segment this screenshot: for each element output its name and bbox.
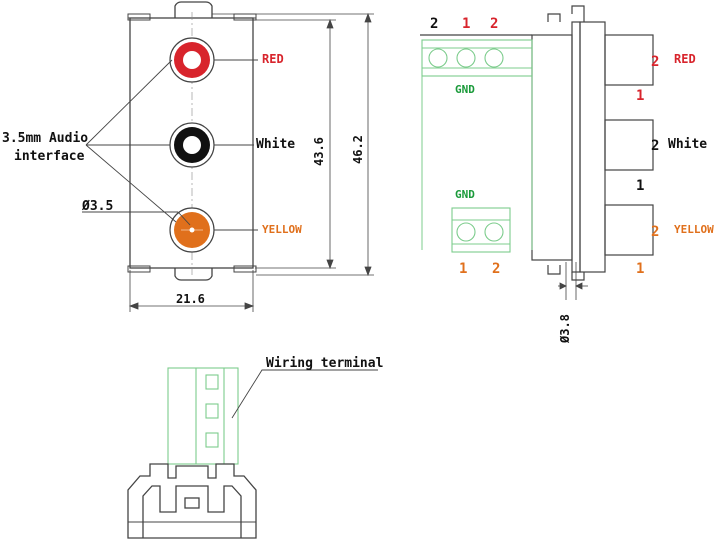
white-jack-pin-lower: 1 (636, 178, 644, 194)
yellow-jack-pin-upper: 2 (651, 224, 659, 240)
white-jack (169, 122, 215, 168)
red-jack-pin-lower: 1 (636, 88, 644, 104)
label-diameter-3-5: Ø3.5 (81, 199, 113, 214)
label-yellow: YELLOW (262, 223, 302, 236)
side-view (420, 5, 654, 281)
red-jack-label: RED (674, 52, 696, 66)
dimension-hole-value: Ø3.8 (558, 314, 572, 344)
dimension-width-value: 21.6 (176, 292, 205, 306)
bottom-pin-left: 1 (459, 261, 467, 277)
dimension-inner-height (255, 18, 336, 270)
wiring-terminal-leader (231, 369, 378, 419)
label-white: White (256, 137, 295, 152)
bottom-housing (127, 463, 257, 539)
yellow-jack-pin-lower: 1 (636, 261, 644, 277)
dimension-width (128, 270, 255, 312)
label-red: RED (262, 52, 284, 66)
wiring-terminal-block (167, 367, 239, 465)
top-pin-left: 2 (430, 16, 438, 32)
white-jack-pin-upper: 2 (651, 138, 659, 154)
bottom-gnd-label: GND (455, 188, 475, 201)
white-jack-label: White (668, 137, 707, 152)
yellow-jack-label: YELLOW (674, 223, 714, 236)
dimension-hole (558, 262, 588, 300)
red-jack-pin-upper: 2 (651, 54, 659, 70)
top-gnd-label: GND (455, 83, 475, 96)
dimension-inner-height-value: 43.6 (312, 137, 326, 166)
wiring-terminal-label: Wiring terminal (266, 356, 383, 371)
red-jack (169, 37, 215, 83)
top-pin-middle: 1 (462, 16, 470, 32)
jack-leader-lines (82, 59, 258, 231)
bottom-view: Wiring terminal (127, 356, 383, 539)
label-audio-interface-line2: interface (14, 149, 85, 164)
yellow-jack (169, 207, 215, 253)
dimension-outer-height (212, 12, 374, 277)
bottom-terminal-block (451, 207, 511, 253)
label-audio-interface-line1: 3.5mm Audio (2, 131, 88, 146)
top-terminal-block (421, 39, 533, 77)
dimension-outer-height-value: 46.2 (351, 135, 365, 164)
bottom-pin-right: 2 (492, 261, 500, 277)
top-pin-right: 2 (490, 16, 498, 32)
